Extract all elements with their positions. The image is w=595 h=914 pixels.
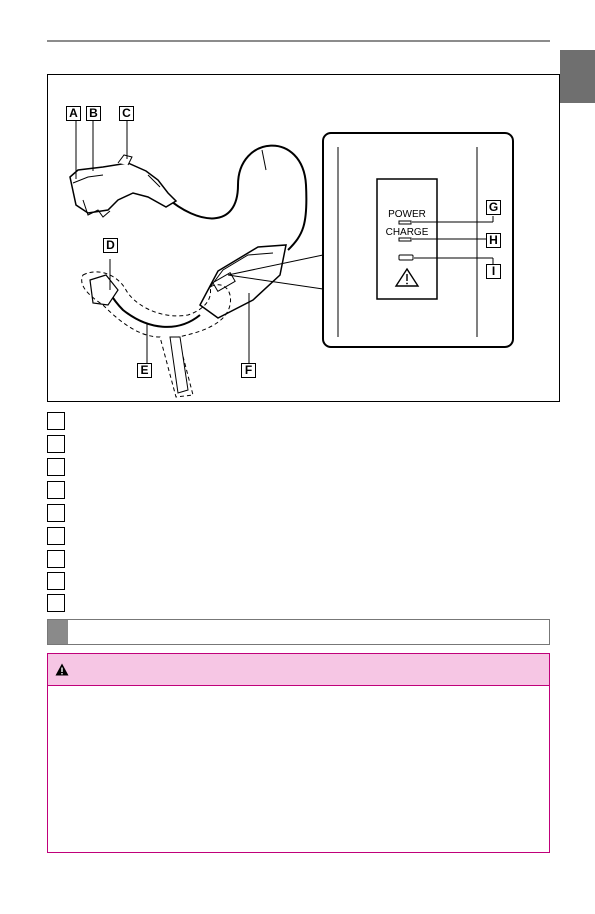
warning-header: [48, 654, 549, 686]
legend-marker: [47, 572, 65, 590]
power-label: POWER: [388, 209, 426, 220]
callout-h: H: [486, 233, 501, 248]
legend-marker: [47, 458, 65, 476]
legend-item-i: [47, 594, 67, 613]
legend-marker: [47, 550, 65, 568]
legend-item-g: [47, 550, 67, 569]
legend-marker: [47, 412, 65, 430]
section-heading: [47, 619, 550, 645]
legend-marker: [47, 435, 65, 453]
warning-box: [47, 653, 550, 853]
callout-a: A: [66, 106, 81, 121]
warning-icon: [55, 663, 69, 676]
header-rule: [47, 40, 550, 42]
legend-marker: [47, 481, 65, 499]
legend-item-f: [47, 527, 67, 546]
charge-label: CHARGE: [386, 227, 429, 238]
legend-marker: [47, 527, 65, 545]
legend-marker: [47, 594, 65, 612]
legend-item-h: [47, 572, 67, 591]
callout-d: D: [103, 238, 118, 253]
legend-item-e: [47, 504, 67, 523]
legend-item-d: [47, 481, 67, 500]
legend-marker: [47, 504, 65, 522]
callout-g: G: [486, 200, 501, 215]
legend-item-b: [47, 435, 67, 454]
charging-cable-illustration: POWER CHARGE: [69, 121, 514, 398]
section-marker: [48, 620, 68, 644]
legend-item-a: [47, 412, 67, 431]
callout-i: I: [486, 264, 501, 279]
callout-e: E: [137, 363, 152, 378]
callout-f: F: [241, 363, 256, 378]
legend-item-c: [47, 458, 67, 477]
callout-b: B: [86, 106, 101, 121]
charging-cable-figure: POWER CHARGE A B C D E F G H I: [47, 74, 560, 402]
callout-c: C: [119, 106, 134, 121]
chapter-tab: [560, 50, 595, 103]
